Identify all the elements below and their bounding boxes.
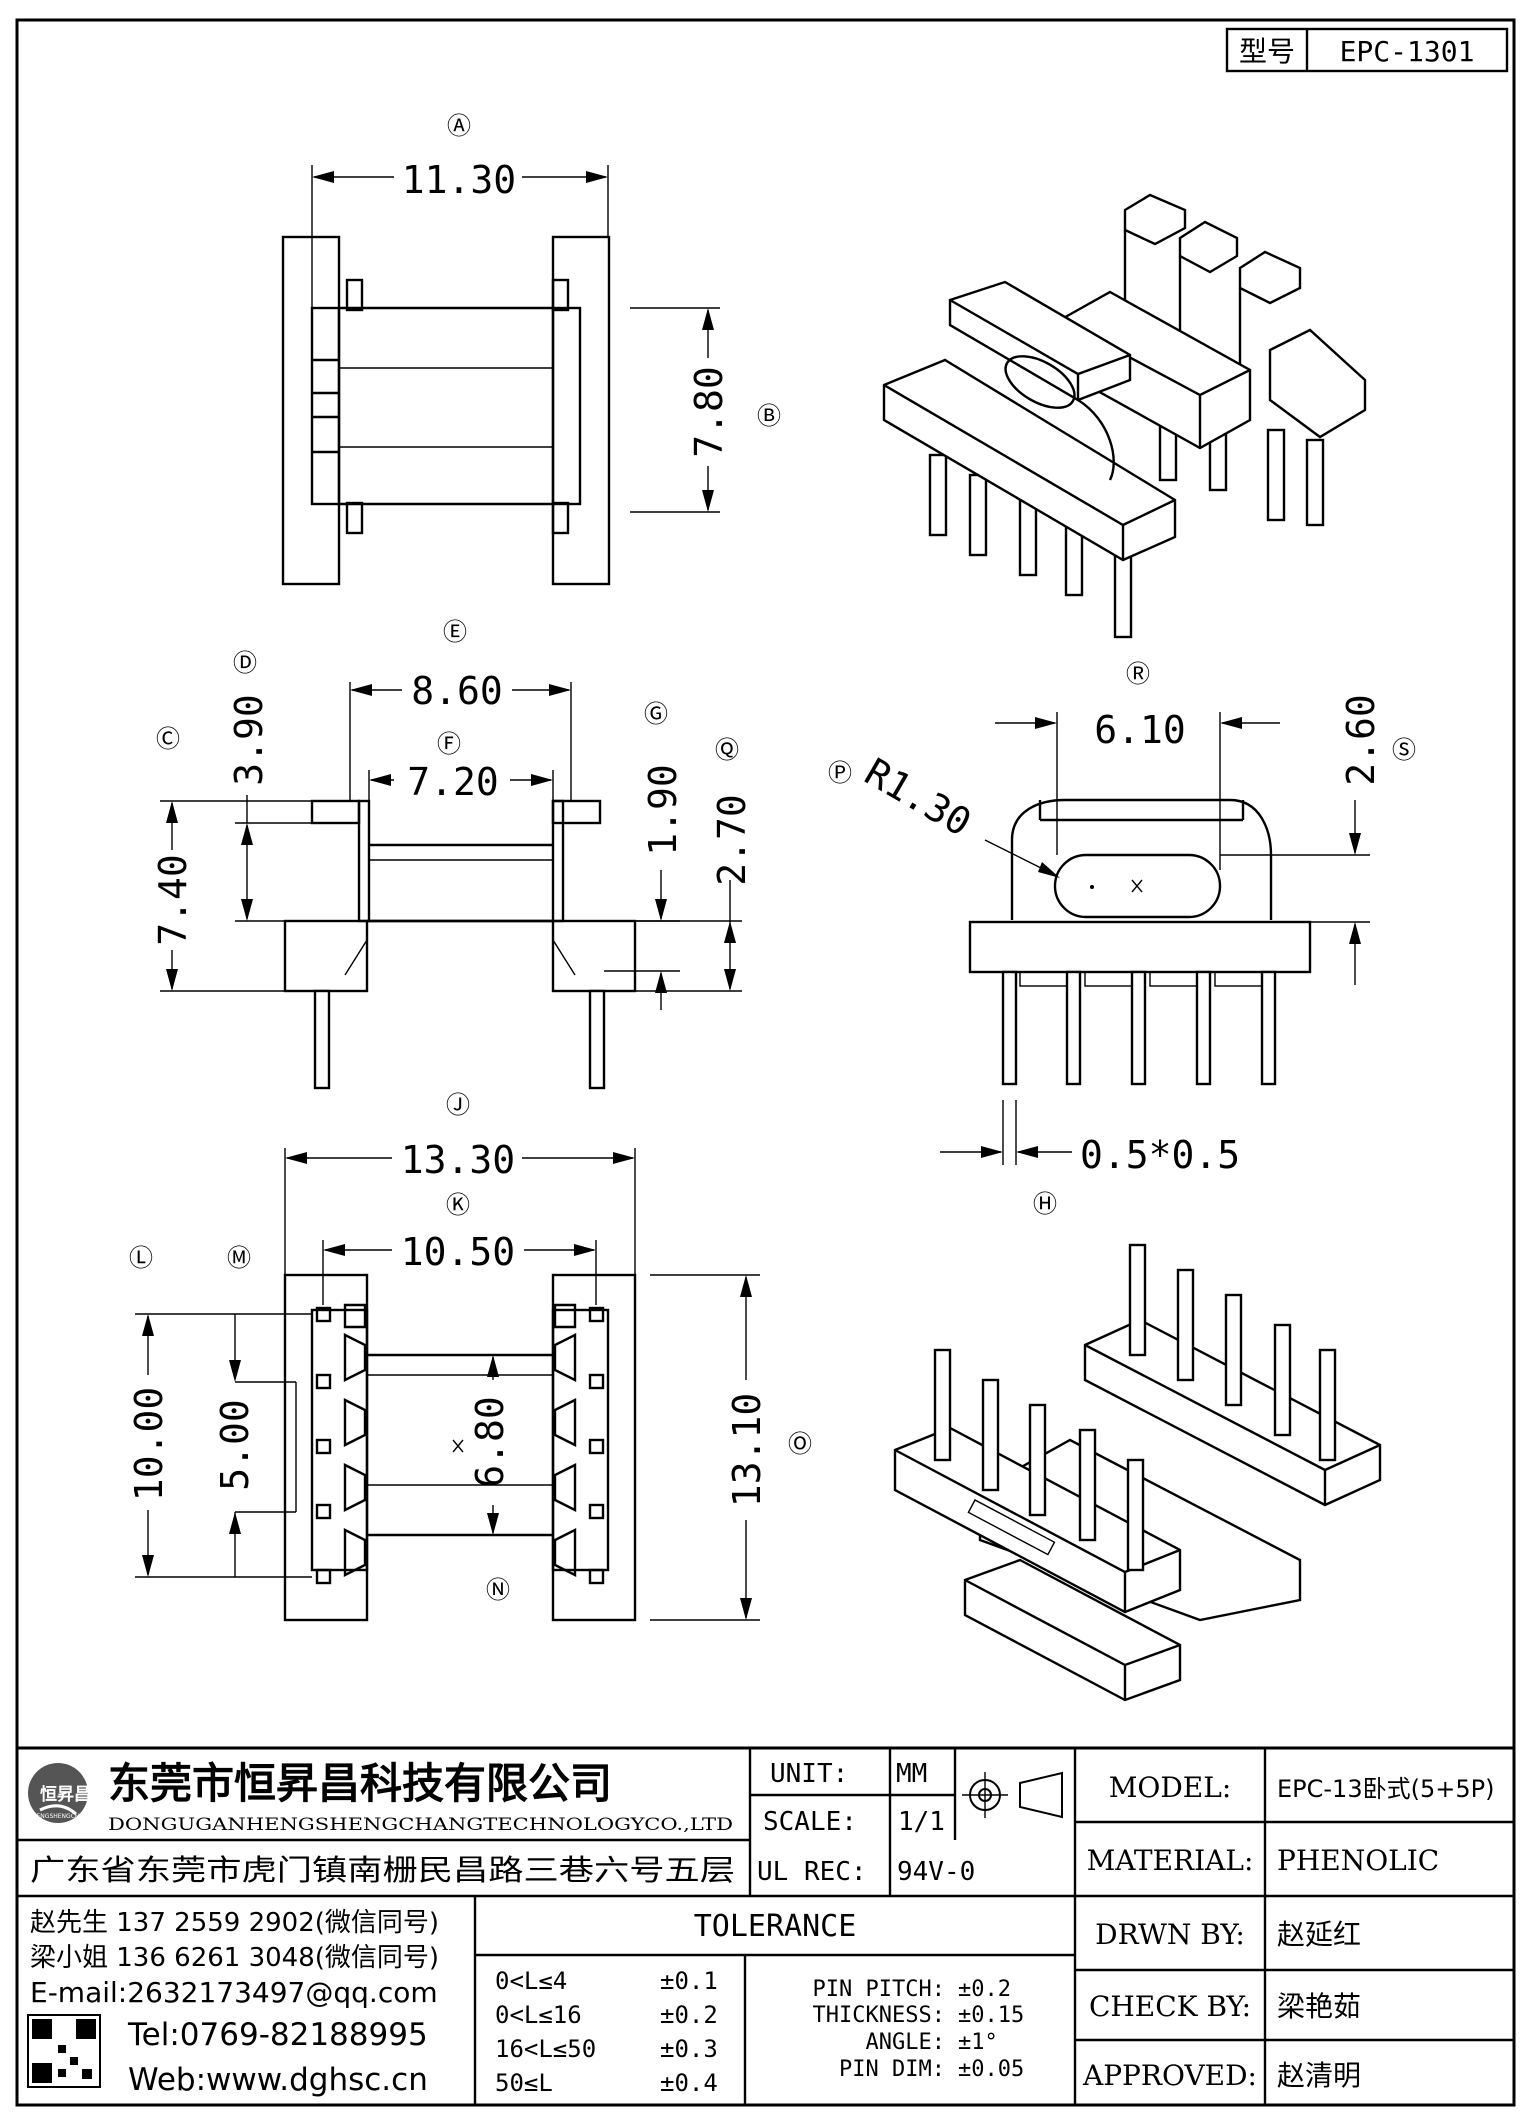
dim-K-value: 10.50 <box>401 1230 515 1274</box>
dim-P-value: R1.30 <box>858 750 979 845</box>
dim-S-value: 2.60 <box>1339 694 1383 786</box>
marker-F: Ⓕ <box>437 730 461 758</box>
tol-value-1: ±0.2 <box>660 2001 718 2029</box>
bottom-view <box>135 1148 760 1622</box>
tolerance-title: TOLERANCE <box>694 1909 857 1944</box>
check-value: 梁艳茹 <box>1277 1990 1361 2023</box>
scale-label: SCALE: <box>763 1807 857 1837</box>
dim-E-value: 8.60 <box>411 669 503 713</box>
tol-extra-name-2: ANGLE: <box>866 2030 945 2055</box>
model-value: EPC-13卧式(5+5P) <box>1277 1775 1494 1803</box>
tol-value-0: ±0.1 <box>660 1967 718 1995</box>
dim-M-value: 5.00 <box>213 1399 257 1491</box>
tol-extra-value-2: ±1° <box>958 2030 998 2055</box>
approved-label: APPROVED: <box>1082 2059 1257 2092</box>
dim-A-value: 11.30 <box>402 158 516 202</box>
marker-R: Ⓡ <box>1126 660 1150 688</box>
marker-Q: Ⓠ <box>715 736 739 764</box>
dim-B-value: 7.80 <box>687 366 731 458</box>
iso-view-top <box>882 193 1367 639</box>
marker-P: Ⓟ <box>828 759 852 787</box>
ulrec-value: 94V-0 <box>897 1857 975 1887</box>
marker-B: Ⓑ <box>757 402 781 430</box>
material-label: MATERIAL: <box>1087 1844 1254 1877</box>
contact-web: Web:www.dghsc.cn <box>128 2062 428 2098</box>
contact-1: 赵先生 137 2559 2902(微信同号) <box>30 1908 439 1938</box>
dim-C-value: 7.40 <box>151 854 195 946</box>
approved-value: 赵清明 <box>1277 2059 1361 2092</box>
company-address: 广东省东莞市虎门镇南栅民昌路三巷六号五层 <box>30 1853 735 1887</box>
tol-range-1: 0<L≤16 <box>495 2001 582 2029</box>
iso-view-bottom <box>893 1243 1382 1702</box>
tol-extra-value-0: ±0.2 <box>958 1977 1011 2002</box>
sheet-border <box>15 18 1516 2107</box>
tol-extra-value-1: ±0.15 <box>958 2003 1024 2028</box>
tol-extra-name-3: PIN DIM: <box>839 2057 945 2082</box>
tol-range-0: 0<L≤4 <box>495 1967 567 1995</box>
header-model-box: 型号 EPC-1301 <box>1225 27 1509 73</box>
dim-J-value: 13.30 <box>401 1138 515 1182</box>
contact-2: 梁小姐 136 6261 3048(微信同号) <box>30 1943 439 1973</box>
tol-extra-name-0: PIN PITCH: <box>813 1977 945 2002</box>
marker-E: Ⓔ <box>443 618 467 646</box>
marker-G: Ⓖ <box>644 700 668 728</box>
dim-F-value: 7.20 <box>407 760 499 804</box>
material-value: PHENOLIC <box>1277 1844 1439 1877</box>
model-label: MODEL: <box>1109 1771 1232 1804</box>
side-view <box>160 682 742 1090</box>
marker-K: Ⓚ <box>446 1191 470 1219</box>
header-type-label: 型号 <box>1239 35 1295 68</box>
tol-value-3: ±0.4 <box>660 2069 718 2097</box>
tol-value-2: ±0.3 <box>660 2035 718 2063</box>
header-model-code: EPC-1301 <box>1340 35 1475 68</box>
scale-value: 1/1 <box>898 1807 945 1837</box>
title-block <box>17 1746 1514 2105</box>
dim-O-value: 13.10 <box>725 1393 769 1507</box>
front-view <box>940 712 1370 1165</box>
marker-N: Ⓝ <box>486 1576 510 1604</box>
dim-L-value: 10.00 <box>127 1387 171 1501</box>
dim-H-value: 0.5*0.5 <box>1080 1133 1240 1177</box>
dim-R-value: 6.10 <box>1094 708 1186 752</box>
dim-G-value: 1.90 <box>641 764 685 856</box>
dim-D-value: 3.90 <box>227 694 271 786</box>
marker-O: Ⓞ <box>788 1430 812 1458</box>
ulrec-label: UL REC: <box>757 1857 867 1887</box>
tol-range-2: 16<L≤50 <box>495 2035 596 2063</box>
company-name-cn: 东莞市恒昇昌科技有限公司 <box>108 1759 612 1808</box>
tol-extra-name-1: THICKNESS: <box>813 2003 945 2028</box>
marker-L: Ⓛ <box>129 1244 153 1272</box>
drawn-value: 赵延红 <box>1277 1918 1361 1951</box>
unit-value: MM <box>896 1759 927 1789</box>
drawn-label: DRWN BY: <box>1095 1918 1245 1951</box>
dim-Q-value: 2.70 <box>710 794 754 886</box>
marker-J: Ⓙ <box>446 1091 470 1119</box>
dim-N-value: 6.80 <box>468 1396 512 1488</box>
top-view <box>281 165 720 586</box>
marker-M: Ⓜ <box>227 1244 251 1272</box>
marker-H: Ⓗ <box>1033 1190 1057 1218</box>
check-label: CHECK BY: <box>1089 1990 1251 2023</box>
marker-C: Ⓒ <box>156 725 180 753</box>
logo-sub: HENGSHENGCHANG <box>32 1813 93 1820</box>
contact-email: E-mail:2632173497@qq.com <box>30 1976 438 2009</box>
logo-text: 恒昇昌 <box>40 1784 91 1805</box>
tol-extra-value-3: ±0.05 <box>958 2057 1024 2082</box>
contact-tel: Tel:0769-82188995 <box>127 2017 428 2053</box>
tol-range-3: 50≤L <box>495 2069 553 2097</box>
company-name-en: DONGUGANHENGSHENGCHANGTECHNOLOGYCO.,LTD <box>108 1815 733 1835</box>
unit-label: UNIT: <box>770 1759 848 1789</box>
marker-S: Ⓢ <box>1392 736 1416 764</box>
marker-D: Ⓓ <box>233 649 257 677</box>
marker-A: Ⓐ <box>447 112 471 140</box>
